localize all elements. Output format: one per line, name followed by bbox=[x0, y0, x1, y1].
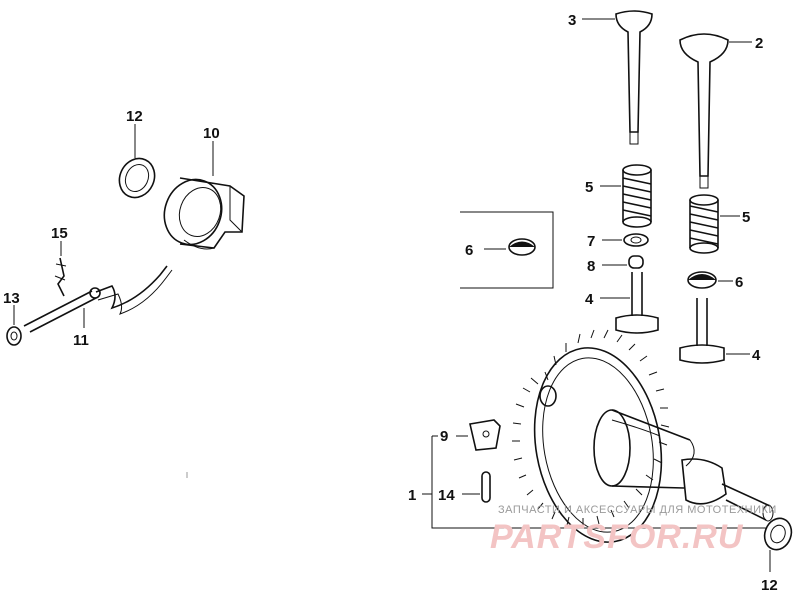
valve-spring-left bbox=[622, 164, 652, 228]
callout-6-left: 6 bbox=[465, 242, 473, 259]
decompressor-pin bbox=[481, 471, 491, 503]
callout-8: 8 bbox=[587, 258, 595, 275]
valve-spring-right bbox=[689, 194, 719, 254]
callout-12-bottom: 12 bbox=[761, 577, 778, 594]
valve-tappet-left bbox=[615, 272, 659, 334]
washer-small bbox=[6, 326, 22, 346]
tappet-cap bbox=[628, 255, 644, 269]
decompressor-weight bbox=[469, 419, 501, 451]
watermark-logo: PARTSFOR.RU bbox=[490, 518, 744, 556]
callout-5-right: 5 bbox=[742, 209, 750, 226]
governor-lever bbox=[23, 265, 173, 333]
callout-6-right: 6 bbox=[735, 274, 743, 291]
callout-1: 1 bbox=[408, 487, 416, 504]
cotter-box bbox=[460, 211, 554, 289]
clip-pin bbox=[54, 257, 67, 297]
intake-valve bbox=[615, 10, 653, 145]
callout-14: 14 bbox=[438, 487, 455, 504]
callout-3: 3 bbox=[568, 12, 576, 29]
valve-cotter-right bbox=[687, 271, 717, 289]
assembly-bracket bbox=[422, 435, 766, 529]
spring-retainer bbox=[623, 233, 649, 247]
callout-4-left: 4 bbox=[585, 291, 594, 308]
valve-cotter bbox=[508, 238, 536, 256]
exhaust-valve bbox=[679, 33, 729, 189]
callout-11: 11 bbox=[73, 332, 89, 349]
thrust-washer bbox=[763, 517, 793, 551]
callout-4-right: 4 bbox=[752, 347, 761, 364]
callout-9: 9 bbox=[440, 428, 448, 445]
callout-12-top: 12 bbox=[126, 108, 143, 125]
callout-5-left: 5 bbox=[585, 179, 593, 196]
callout-2: 2 bbox=[755, 35, 763, 52]
callout-13: 13 bbox=[3, 290, 20, 307]
callout-7: 7 bbox=[587, 233, 595, 250]
camshaft-gear bbox=[512, 329, 670, 543]
oil-seal-ring bbox=[118, 157, 156, 199]
camshaft bbox=[593, 409, 774, 522]
bearing-collar bbox=[163, 177, 245, 250]
watermark-caption: ЗАПЧАСТИ И АКСЕССУАРЫ ДЛЯ МОТОТЕХНИКИ bbox=[498, 504, 777, 516]
valve-tappet-right bbox=[679, 298, 725, 364]
callout-10: 10 bbox=[203, 125, 220, 142]
callout-15: 15 bbox=[51, 225, 68, 242]
